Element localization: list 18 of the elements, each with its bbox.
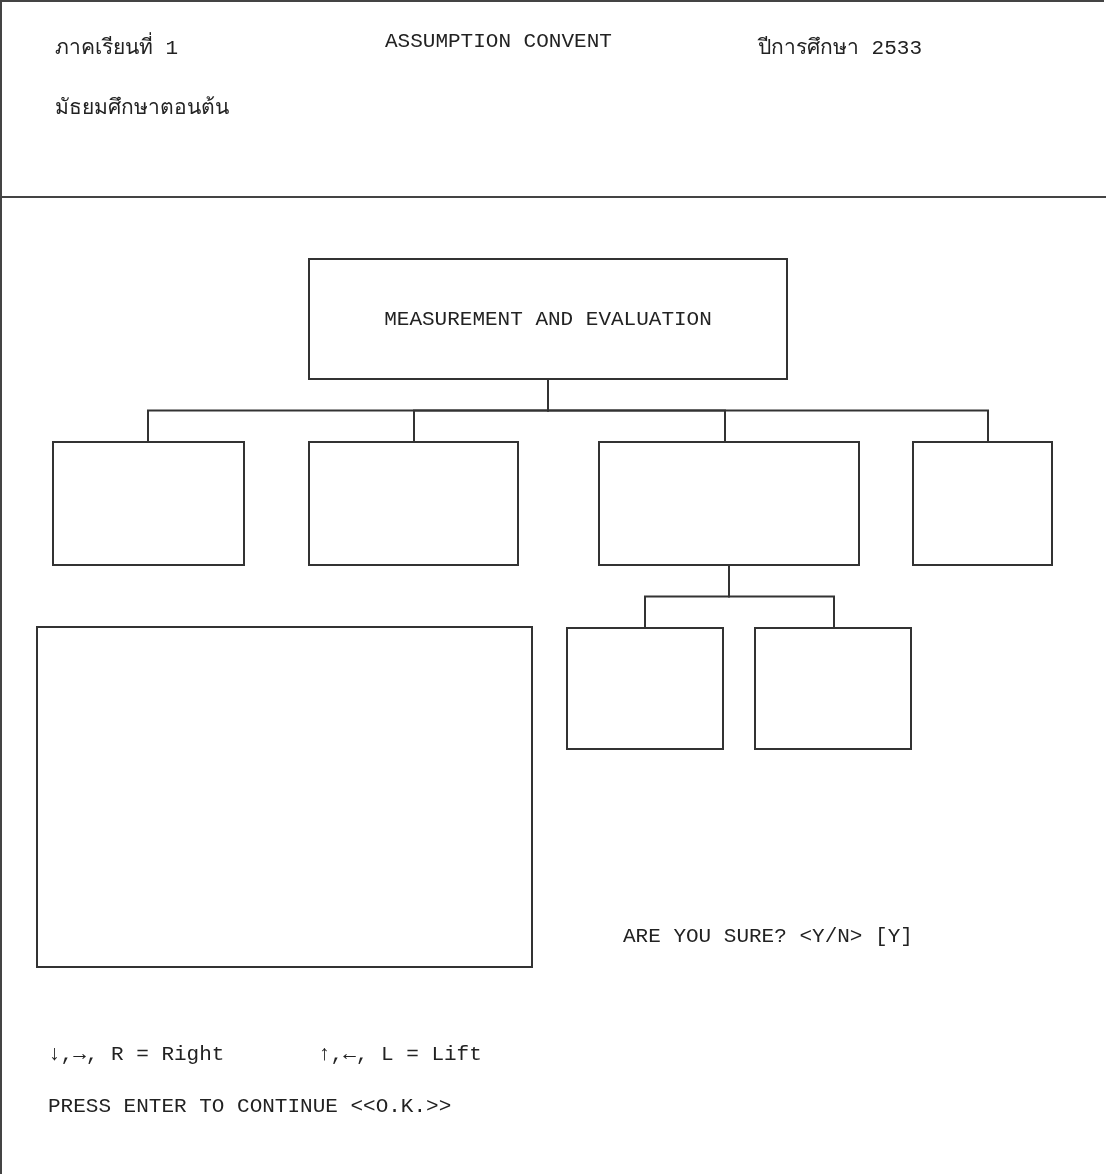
- title-box: [308, 258, 788, 380]
- empty-box: [912, 441, 1053, 566]
- box-title: MEASUREMENT AND EVALUATION: [384, 307, 712, 331]
- key-hint: ↑,←, L = Lift: [318, 1043, 482, 1066]
- empty-box: [598, 441, 860, 566]
- empty-box: [36, 626, 533, 968]
- term-label: ภาคเรียนที่ 1: [55, 30, 179, 63]
- level-label: มัธยมศึกษาตอนต้น: [55, 95, 229, 122]
- empty-box: [308, 441, 519, 566]
- key-hint: ↓,→, R = Right: [48, 1043, 225, 1066]
- empty-box: [52, 441, 245, 566]
- continue-prompt: PRESS ENTER TO CONTINUE <<O.K.>>: [48, 1095, 452, 1118]
- empty-box: [566, 627, 724, 750]
- school-name: ASSUMPTION CONVENT: [385, 30, 612, 53]
- empty-box: [754, 627, 912, 750]
- connector-line: [728, 565, 835, 628]
- year-label: ปีการศึกษา 2533: [758, 35, 922, 62]
- confirm-prompt: ARE YOU SURE? <Y/N> [Y]: [623, 925, 913, 948]
